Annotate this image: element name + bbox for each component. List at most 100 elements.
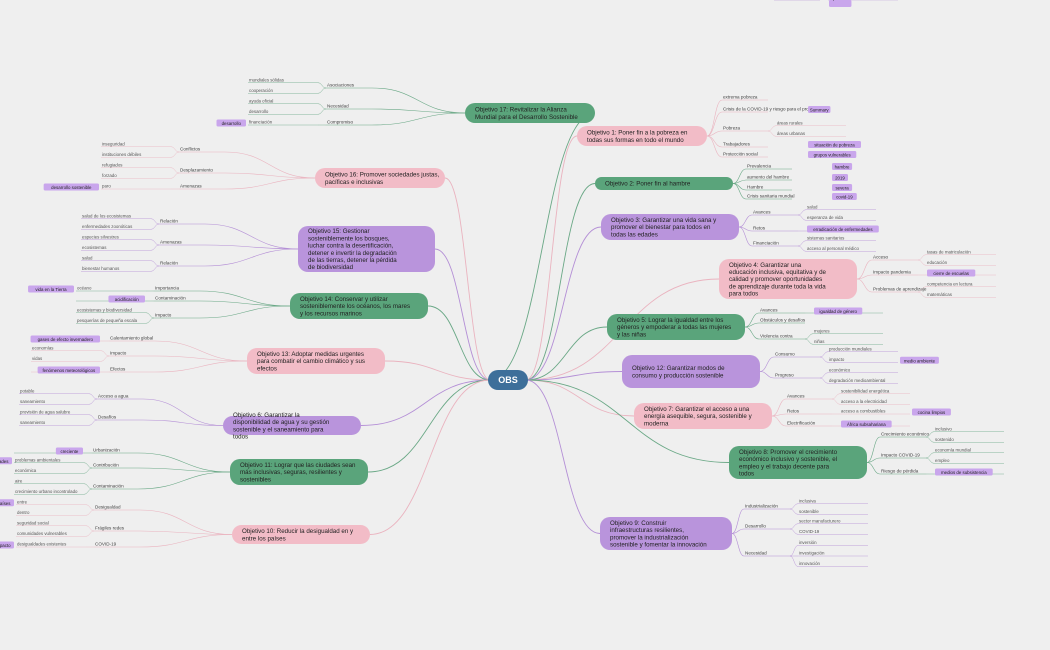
sub-topic[interactable]: Efectos destructivos xyxy=(775,0,817,1)
goal-node-7[interactable]: Objetivo 14: Conservar y utilizarsosteni… xyxy=(290,293,428,319)
sub-topic[interactable]: Amenazas xyxy=(180,184,202,189)
sub-topic[interactable]: Avances xyxy=(760,308,778,313)
leaf-text[interactable]: COVID-19 xyxy=(799,529,820,534)
leaf-text[interactable]: educación xyxy=(927,260,948,265)
leaf-text[interactable]: inversión xyxy=(799,540,817,545)
leaf-text[interactable]: inseguridad xyxy=(102,141,125,146)
goal-node-9[interactable]: Objetivo 13: Adoptar medidas urgentespar… xyxy=(247,348,385,374)
sub-topic[interactable]: Contaminación xyxy=(93,484,124,489)
goal-node-4[interactable]: Objetivo 2: Poner fin al hambre xyxy=(595,177,733,190)
sub-topic[interactable]: Obstáculos y desafíos xyxy=(760,318,806,323)
goal-node-1[interactable]: Objetivo 17: Revitalizar la AlianzaMundi… xyxy=(465,103,595,123)
leaf-text[interactable]: saneamiento xyxy=(20,420,46,425)
leaf-text[interactable]: económico xyxy=(829,367,851,372)
sub-topic[interactable]: Pobreza xyxy=(723,126,741,131)
sub-topic[interactable]: Avances xyxy=(753,210,771,215)
leaf-text[interactable]: sostenido xyxy=(935,437,954,442)
leaf-text[interactable]: esperanza de vida xyxy=(807,215,843,220)
sub-topic[interactable]: Retos xyxy=(753,226,766,231)
leaf-text[interactable]: entre xyxy=(17,499,28,504)
leaf-text[interactable]: inclusiva xyxy=(799,498,816,503)
sub-topic[interactable]: Efectos xyxy=(110,367,126,372)
sub-topic[interactable]: Prevalencia xyxy=(747,164,771,169)
sub-topic[interactable]: Trabajadores xyxy=(723,142,751,147)
leaf-text[interactable]: empleo xyxy=(935,458,950,463)
leaf-text[interactable]: seguridad social xyxy=(17,520,49,525)
sub-topic[interactable]: Compromiso xyxy=(327,120,353,125)
sub-topic[interactable]: Crecimiento económico xyxy=(881,432,929,437)
leaf-text[interactable]: innovación xyxy=(799,561,821,566)
leaf-text[interactable]: aire xyxy=(15,478,23,483)
sub-topic[interactable]: Urbanización xyxy=(93,448,120,453)
leaf-text[interactable]: matemáticas xyxy=(927,292,953,297)
leaf-text[interactable]: refugiados xyxy=(102,162,123,167)
leaf-text[interactable]: sistemas sanitarios xyxy=(807,235,845,240)
sub-topic[interactable]: Contribución xyxy=(93,463,119,468)
leaf-text[interactable]: sostenibilidad energética xyxy=(841,388,890,393)
leaf-text[interactable]: investigación xyxy=(799,551,825,556)
sub-topic[interactable]: Riesgo de pérdida xyxy=(881,469,919,474)
leaf-text[interactable]: potable xyxy=(20,388,35,393)
sub-topic[interactable]: Contaminación xyxy=(155,296,186,301)
leaf-text[interactable]: inclusivo xyxy=(935,426,952,431)
leaf-text[interactable]: ecosistemas xyxy=(82,245,107,250)
sub-topic[interactable]: aumento del hambre xyxy=(747,175,790,180)
sub-topic[interactable]: Desarrollo xyxy=(745,524,766,529)
leaf-text[interactable]: economías xyxy=(32,345,54,350)
leaf-text[interactable]: salud de los ecosistemas xyxy=(82,213,132,218)
leaf-text[interactable]: problemas ambientales xyxy=(15,457,61,462)
sub-topic[interactable]: Necesidad xyxy=(745,551,767,556)
goal-node-12[interactable]: Objetivo 12: Garantizar modos deconsumo … xyxy=(622,355,760,388)
sub-topic[interactable]: Importancia xyxy=(155,286,179,291)
sub-topic[interactable]: Retos xyxy=(787,409,800,414)
leaf-text[interactable]: mundiales sólidas xyxy=(249,77,285,82)
center-node[interactable]: OBS xyxy=(488,370,528,390)
leaf-text[interactable]: crecimiento urbano incontrolado xyxy=(15,489,78,494)
sub-topic[interactable]: Electrificación xyxy=(787,421,816,426)
leaf-text[interactable]: pesquerías de pequeña escala xyxy=(77,318,138,323)
sub-topic[interactable]: Impacto xyxy=(110,351,127,356)
leaf-text[interactable]: tasas de matriculación xyxy=(927,249,971,254)
leaf-text[interactable]: desarrollo xyxy=(249,109,269,114)
leaf-text[interactable]: áreas rurales xyxy=(777,120,803,125)
leaf-text[interactable]: acceso a la electricidad xyxy=(841,399,887,404)
goal-node-15[interactable]: Objetivo 8: Promover el crecimientoeconó… xyxy=(729,446,867,479)
sub-topic[interactable]: Acceso xyxy=(873,255,889,260)
leaf-text[interactable]: especies silvestres xyxy=(82,234,120,239)
leaf-text[interactable]: degradación medioambiental xyxy=(829,378,885,383)
goal-node-3[interactable]: Objetivo 16: Promover sociedades justas,… xyxy=(315,168,445,188)
sub-topic[interactable]: Necesidad xyxy=(327,104,349,109)
sub-topic[interactable]: Desigualdad xyxy=(95,505,121,510)
sub-topic[interactable]: Progreso xyxy=(775,373,794,378)
leaf-text[interactable]: financiación xyxy=(249,120,273,125)
sub-topic[interactable]: Problemas de aprendizaje xyxy=(873,287,927,292)
leaf-text[interactable]: acceso a combustibles xyxy=(841,409,886,414)
leaf-text[interactable]: dentro xyxy=(17,510,30,515)
sub-topic[interactable]: Crisis sanitaria mundial xyxy=(747,194,795,199)
leaf-text[interactable]: vidas xyxy=(32,356,43,361)
leaf-text[interactable]: ayuda oficial xyxy=(249,98,273,103)
goal-node-11[interactable]: Objetivo 6: Garantizar ladisponibilidad … xyxy=(223,412,361,441)
goal-node-10[interactable]: Objetivo 5: Lograr la igualdad entre los… xyxy=(607,314,745,340)
leaf-text[interactable]: acceso al personal médico xyxy=(807,246,860,251)
sub-topic[interactable]: Calentamiento global xyxy=(110,336,153,341)
sub-topic[interactable]: Desplazamiento xyxy=(180,168,213,173)
sub-topic[interactable]: Protección social xyxy=(723,152,758,157)
sub-topic[interactable]: Violencia contra xyxy=(760,334,793,339)
sub-topic[interactable]: Amenazas xyxy=(160,240,182,245)
leaf-text[interactable]: competencia en lectura xyxy=(927,281,973,286)
sub-topic[interactable]: Impacto COVID-19 xyxy=(881,453,920,458)
sub-topic[interactable]: Crisis de la COVID-19 y riesgo para el p… xyxy=(723,107,821,112)
leaf-text[interactable]: océano xyxy=(77,286,92,291)
sub-topic[interactable]: Industrialización xyxy=(745,504,778,509)
sub-topic[interactable]: Impacto xyxy=(155,313,172,318)
leaf-text[interactable]: provisión de agua salubre xyxy=(20,409,71,414)
leaf-text[interactable]: comunidades vulnerables xyxy=(17,531,68,536)
leaf-text[interactable]: bienestar humanos xyxy=(82,266,120,271)
leaf-text[interactable]: forzado xyxy=(102,173,117,178)
goal-node-14[interactable]: Objetivo 11: Lograr que las ciudades sea… xyxy=(230,459,368,485)
sub-topic[interactable]: Conflictos xyxy=(180,147,201,152)
sub-topic[interactable]: extrema pobreza xyxy=(723,95,758,100)
leaf-text[interactable]: económica xyxy=(15,468,37,473)
